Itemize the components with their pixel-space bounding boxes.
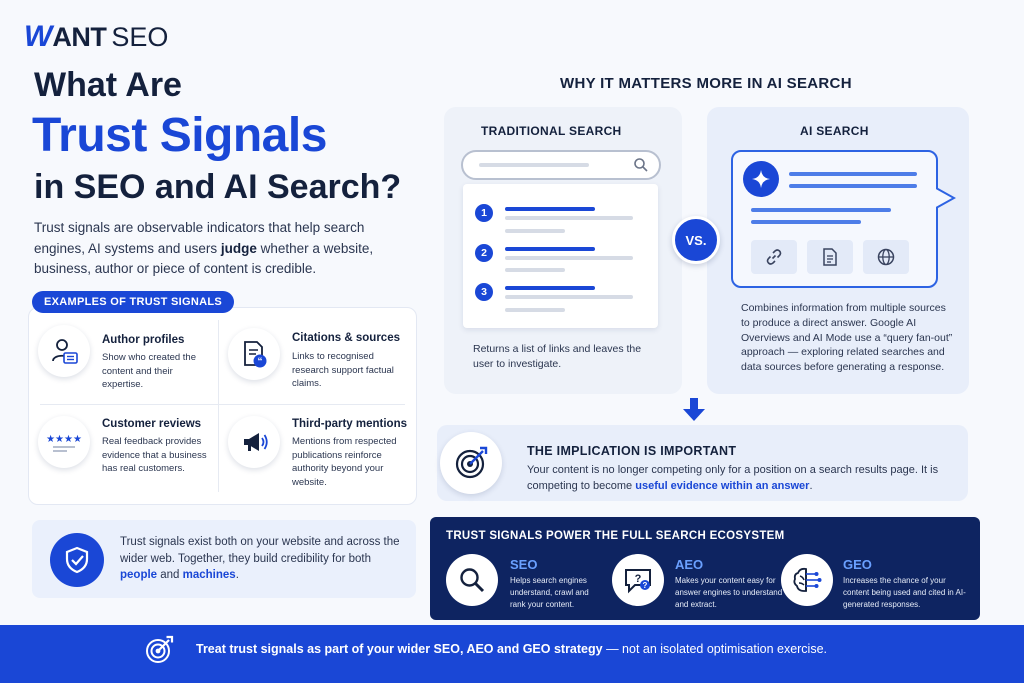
- author-icon: [38, 325, 90, 377]
- credibility-people: people: [120, 569, 158, 581]
- examples-label: EXAMPLES OF TRUST SIGNALS: [32, 291, 235, 313]
- example-desc-author: Show who created the content and their e…: [102, 352, 197, 390]
- ecosystem-name-seo: SEO: [510, 557, 538, 572]
- ecosystem-name-aeo: AEO: [675, 557, 704, 572]
- target-icon: [143, 634, 175, 671]
- example-title-mentions: Third-party mentions: [292, 418, 408, 430]
- intro-before: Trust signals are observable indicators …: [34, 220, 365, 256]
- title-line-1: What Are: [34, 66, 182, 104]
- result-line-bar: [505, 256, 633, 260]
- result-title-bar: [505, 247, 595, 251]
- title-line-2: Trust Signals: [32, 109, 327, 162]
- examples-divider-horizontal: [40, 404, 405, 405]
- ecosystem-panel: [430, 517, 980, 620]
- ecosystem-desc-seo: Helps search engines understand, crawl a…: [510, 576, 589, 609]
- ecosystem-title: TRUST SIGNALS POWER THE FULL SEARCH ECOS…: [446, 530, 785, 542]
- example-desc-reviews: Real feedback provides evidence that a b…: [102, 436, 207, 474]
- example-title-author: Author profiles: [102, 334, 185, 346]
- title-line-3: in SEO and AI Search?: [34, 168, 402, 206]
- brain-circuit-icon: [781, 554, 833, 606]
- speech-bubble-tail: [936, 187, 956, 209]
- implication-end: .: [809, 480, 813, 492]
- result-title-bar: [505, 286, 595, 290]
- ai-search-label: AI SEARCH: [800, 124, 869, 138]
- credibility-end: .: [235, 569, 239, 581]
- examples-panel: [28, 307, 417, 505]
- result-line-bar: [505, 295, 633, 299]
- ecosystem-desc-geo: Increases the chance of your content bei…: [843, 576, 966, 609]
- why-heading: WHY IT MATTERS MORE IN AI SEARCH: [560, 75, 852, 92]
- ai-answer-illustration: [731, 150, 938, 288]
- ai-search-desc: Combines information from multiple sourc…: [741, 302, 953, 374]
- globe-icon: [863, 240, 909, 274]
- question-chat-icon: ??: [612, 554, 664, 606]
- result-number-2: 2: [475, 244, 493, 262]
- credibility-and: and: [157, 569, 183, 581]
- result-line-bar: [505, 268, 565, 272]
- result-line-bar: [505, 229, 565, 233]
- example-desc-mentions: Mentions from respected publications rei…: [292, 436, 397, 488]
- ecosystem-name-geo: GEO: [843, 557, 872, 572]
- traditional-search-label: TRADITIONAL SEARCH: [481, 124, 622, 138]
- implication-before: Your content is no longer competing only…: [527, 464, 939, 492]
- example-title-reviews: Customer reviews: [102, 418, 202, 430]
- svg-text:?: ?: [643, 581, 648, 590]
- result-line-bar: [505, 216, 633, 220]
- implication-highlight: useful evidence within an answer: [635, 480, 810, 492]
- credibility-before: Trust signals exist both on your website…: [120, 536, 400, 565]
- megaphone-icon: [228, 416, 280, 468]
- search-icon: [634, 158, 648, 172]
- result-title-bar: [505, 207, 595, 211]
- logo-ant: ANT: [52, 21, 107, 52]
- example-desc-citations: Links to recognised research support fac…: [292, 351, 394, 389]
- examples-divider-vertical: [218, 320, 219, 492]
- implication-panel: [437, 425, 968, 501]
- search-results-illustration: 1 2 3: [463, 184, 658, 328]
- stars-icon: ★★★★: [38, 416, 90, 468]
- credibility-machines: machines: [182, 569, 236, 581]
- target-icon: [440, 432, 502, 494]
- footer-rest: — not an isolated optimisation exercise.: [602, 642, 828, 656]
- ecosystem-desc-aeo: Makes your content easy for answer engin…: [675, 576, 783, 609]
- svg-text:“: “: [258, 357, 263, 368]
- intro-after: whether a website, business, author or p…: [34, 240, 374, 277]
- traditional-search-desc: Returns a list of links and leaves the u…: [473, 343, 642, 370]
- shield-check-icon: [50, 533, 104, 587]
- result-number-3: 3: [475, 283, 493, 301]
- credibility-text: Trust signals exist both on your website…: [120, 534, 410, 584]
- intro-text: Trust signals are observable indicators …: [34, 218, 374, 280]
- footer-text: Treat trust signals as part of your wide…: [196, 642, 827, 656]
- implication-text: Your content is no longer competing only…: [527, 462, 957, 494]
- arrow-down-icon: [683, 398, 705, 421]
- result-number-1: 1: [475, 204, 493, 222]
- example-title-citations: Citations & sources: [292, 332, 400, 344]
- search-bar-illustration: [461, 150, 661, 180]
- logo-w: W: [24, 20, 52, 53]
- logo-seo: SEO: [111, 21, 169, 52]
- link-icon: [751, 240, 797, 274]
- vs-badge: VS.: [672, 216, 720, 264]
- intro-bold: judge: [220, 240, 257, 256]
- footer-bold: Treat trust signals as part of your wide…: [196, 642, 603, 656]
- implication-title: THE IMPLICATION IS IMPORTANT: [527, 444, 737, 458]
- citation-icon: “: [228, 328, 280, 380]
- footer-banner: [0, 625, 1024, 683]
- svg-text:?: ?: [635, 573, 642, 585]
- result-line-bar: [505, 308, 565, 312]
- document-icon: [807, 240, 853, 274]
- magnifier-icon: [446, 554, 498, 606]
- sparkle-icon: [743, 161, 779, 197]
- svg-text:★★★★: ★★★★: [46, 434, 82, 445]
